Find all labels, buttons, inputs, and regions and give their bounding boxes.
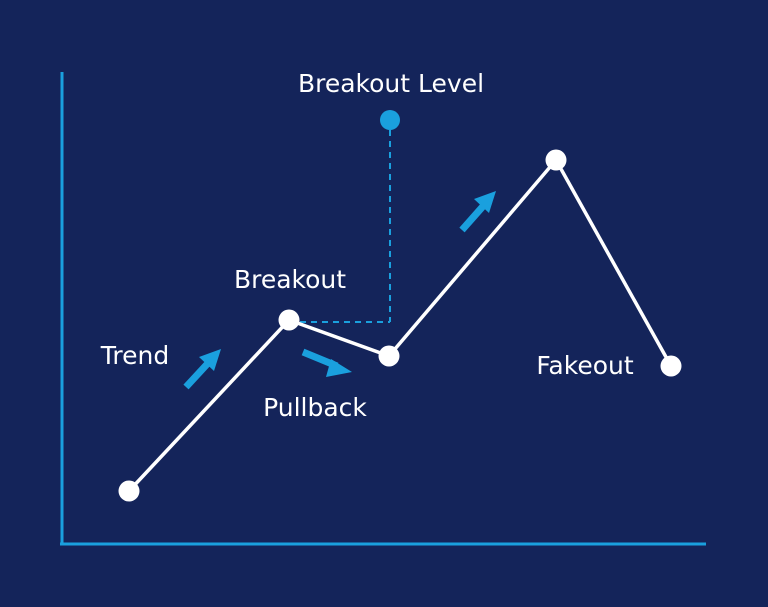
label-breakout: Breakout — [234, 265, 346, 294]
label-breakout-level: Breakout Level — [298, 69, 484, 98]
point-pullback — [378, 345, 400, 367]
arrow-up-right-icon — [183, 349, 221, 390]
arrow-up-right-icon — [459, 191, 496, 233]
point-start — [118, 480, 140, 502]
point-peak — [545, 149, 567, 171]
label-trend: Trend — [100, 341, 169, 370]
arrow-down-right-icon — [301, 348, 352, 377]
point-fakeout — [660, 355, 682, 377]
label-pullback: Pullback — [263, 393, 367, 422]
point-breakout — [278, 309, 300, 331]
breakout-level-marker — [380, 110, 400, 130]
label-fakeout: Fakeout — [536, 351, 634, 380]
